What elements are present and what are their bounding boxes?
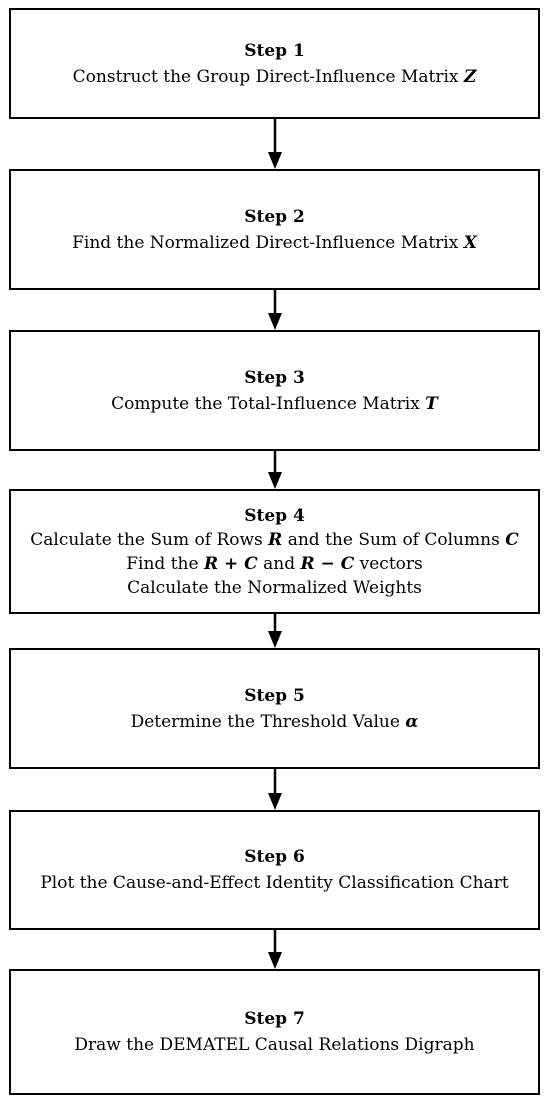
step-4-line-2-text-c: vectors <box>354 553 423 574</box>
step-2-box: Step 2 Find the Normalized Direct-Influe… <box>9 169 540 290</box>
step-4-rows-symbol: R <box>268 529 283 550</box>
step-7-text: Draw the DEMATEL Causal Relations Digrap… <box>74 1035 475 1055</box>
step-3-text: Compute the Total-Influence Matrix <box>111 393 426 414</box>
step-7-box: Step 7 Draw the DEMATEL Causal Relations… <box>9 969 540 1095</box>
arrow-step-6-to-7 <box>268 930 282 969</box>
step-5-text: Determine the Threshold Value <box>130 711 406 732</box>
step-6-title: Step 6 <box>244 847 305 867</box>
step-4-line-1-text-b: and the Sum of Columns <box>282 529 506 550</box>
arrow-step-2-to-3 <box>268 290 282 330</box>
arrow-step-4-to-5 <box>268 614 282 648</box>
step-4-line-3: Calculate the Normalized Weights <box>127 576 422 600</box>
step-5-alpha-symbol: α <box>405 711 419 732</box>
step-6-description: Plot the Cause-and-Effect Identity Class… <box>40 870 508 896</box>
step-2-title: Step 2 <box>244 206 305 227</box>
step-4-line-2-text-a: Find the <box>126 553 204 574</box>
step-1-text: Construct the Group Direct-Influence Mat… <box>72 66 464 87</box>
step-5-title: Step 5 <box>244 685 305 706</box>
step-1-description: Construct the Group Direct-Influence Mat… <box>73 64 477 90</box>
step-4-line-1-text-a: Calculate the Sum of Rows <box>30 529 269 550</box>
step-4-line-2: Find the R + C and R − C vectors <box>126 552 423 576</box>
step-5-description: Determine the Threshold Value α <box>131 709 419 735</box>
step-3-matrix-symbol: T <box>425 393 438 414</box>
step-7-description: Draw the DEMATEL Causal Relations Digrap… <box>74 1032 474 1058</box>
step-7-title: Step 7 <box>244 1009 305 1029</box>
step-4-line-3-text: Calculate the Normalized Weights <box>127 577 422 598</box>
step-4-line-2-text-b: and <box>257 553 301 574</box>
step-4-box: Step 4 Calculate the Sum of Rows R and t… <box>9 489 540 614</box>
step-4-title: Step 4 <box>244 505 305 526</box>
step-4-difference-symbol: R − C <box>300 553 355 574</box>
step-3-title: Step 3 <box>244 367 305 388</box>
step-2-description: Find the Normalized Direct-Influence Mat… <box>72 230 477 256</box>
step-2-text: Find the Normalized Direct-Influence Mat… <box>72 232 464 253</box>
step-5-box: Step 5 Determine the Threshold Value α <box>9 648 540 769</box>
arrow-step-1-to-2 <box>268 119 282 169</box>
step-2-matrix-symbol: X <box>463 232 477 253</box>
step-1-matrix-symbol: Z <box>463 66 477 87</box>
step-4-line-1: Calculate the Sum of Rows R and the Sum … <box>30 528 519 552</box>
step-3-box: Step 3 Compute the Total-Influence Matri… <box>9 330 540 451</box>
step-6-box: Step 6 Plot the Cause-and-Effect Identit… <box>9 810 540 930</box>
arrow-step-3-to-4 <box>268 451 282 489</box>
arrow-step-5-to-6 <box>268 769 282 810</box>
step-4-columns-symbol: C <box>505 529 519 550</box>
step-6-text: Plot the Cause-and-Effect Identity Class… <box>40 873 509 893</box>
step-4-sum-symbol: R + C <box>203 553 258 574</box>
step-3-description: Compute the Total-Influence Matrix T <box>111 391 438 417</box>
step-1-box: Step 1 Construct the Group Direct-Influe… <box>9 8 540 119</box>
step-1-title: Step 1 <box>244 40 305 61</box>
